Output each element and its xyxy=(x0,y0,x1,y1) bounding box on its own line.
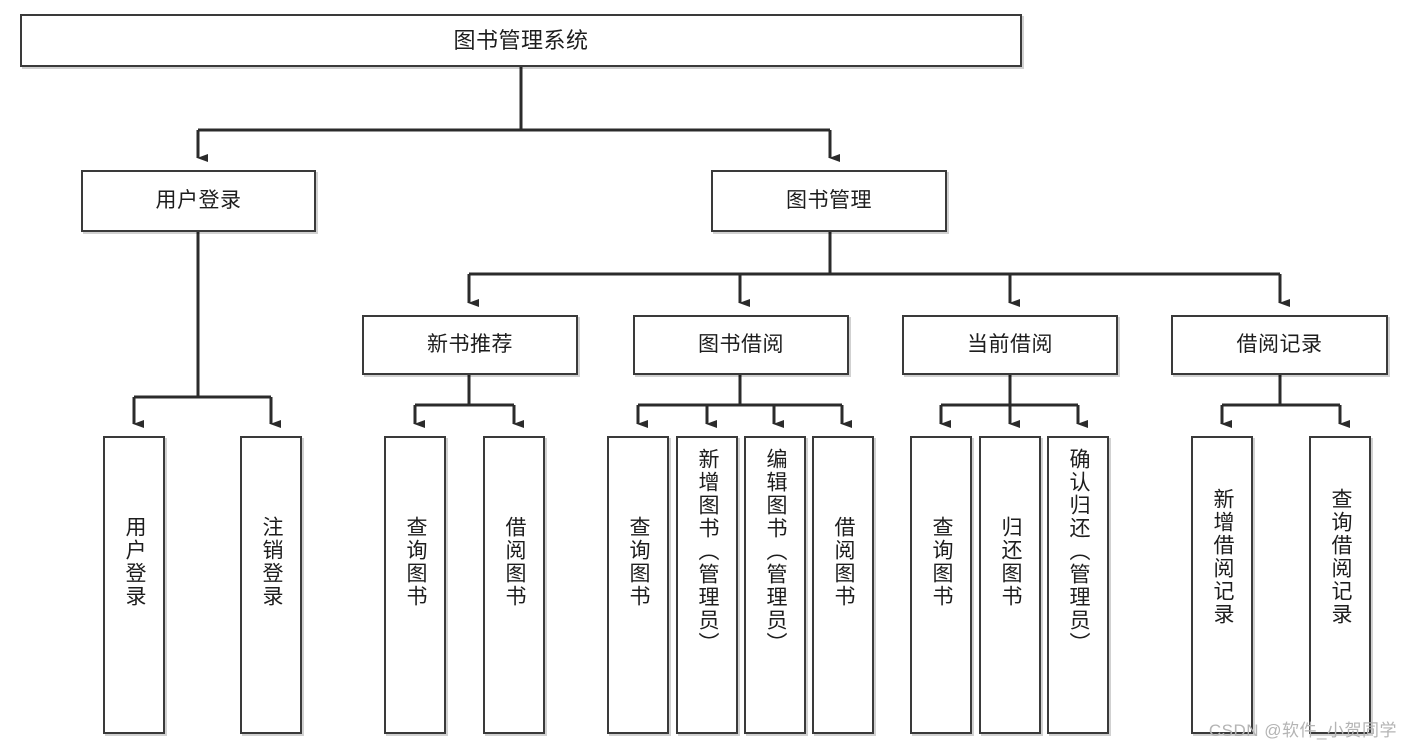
node-leaf-confirm-return-label: 确认归还（管理员） xyxy=(1067,448,1091,655)
node-book-manage-label: 图书管理 xyxy=(786,188,872,212)
node-leaf-add-record-label: 新增借阅记录 xyxy=(1211,488,1235,626)
node-leaf-query-book-2-label: 查询图书 xyxy=(627,516,651,608)
node-leaf-query-record[interactable]: 查询借阅记录 xyxy=(1309,436,1371,734)
node-current-borrow-label: 当前借阅 xyxy=(967,332,1053,356)
node-new-book-rec[interactable]: 新书推荐 xyxy=(362,315,578,375)
node-borrow-record[interactable]: 借阅记录 xyxy=(1171,315,1388,375)
node-leaf-query-book-1-label: 查询图书 xyxy=(404,516,428,608)
node-book-manage[interactable]: 图书管理 xyxy=(711,170,947,232)
node-leaf-query-book-3-label: 查询图书 xyxy=(930,516,954,608)
node-current-borrow[interactable]: 当前借阅 xyxy=(902,315,1118,375)
node-user-login-label: 用户登录 xyxy=(155,188,242,212)
node-leaf-borrow-book-2-label: 借阅图书 xyxy=(832,516,856,608)
node-root[interactable]: 图书管理系统 xyxy=(20,14,1022,67)
node-leaf-borrow-book-1-label: 借阅图书 xyxy=(503,516,527,608)
node-new-book-rec-label: 新书推荐 xyxy=(427,332,513,356)
node-leaf-query-book-2[interactable]: 查询图书 xyxy=(607,436,669,734)
node-borrow-record-label: 借阅记录 xyxy=(1236,332,1323,356)
node-leaf-confirm-return[interactable]: 确认归还（管理员） xyxy=(1047,436,1109,734)
csdn-watermark: CSDN @软件_小贺同学 xyxy=(1208,721,1397,740)
node-leaf-borrow-book-2[interactable]: 借阅图书 xyxy=(812,436,874,734)
node-book-borrow[interactable]: 图书借阅 xyxy=(633,315,849,375)
node-root-label: 图书管理系统 xyxy=(453,27,589,53)
node-leaf-user-login-label: 用户登录 xyxy=(123,516,147,608)
node-leaf-add-book-label: 新增图书（管理员） xyxy=(696,448,720,655)
node-leaf-return-book[interactable]: 归还图书 xyxy=(979,436,1041,734)
node-leaf-user-logout[interactable]: 注销登录 xyxy=(240,436,302,734)
node-leaf-return-book-label: 归还图书 xyxy=(999,516,1023,608)
node-leaf-add-book[interactable]: 新增图书（管理员） xyxy=(676,436,738,734)
node-leaf-query-book-1[interactable]: 查询图书 xyxy=(384,436,446,734)
node-leaf-edit-book[interactable]: 编辑图书（管理员） xyxy=(744,436,806,734)
node-user-login[interactable]: 用户登录 xyxy=(81,170,316,232)
node-leaf-user-login[interactable]: 用户登录 xyxy=(103,436,165,734)
node-leaf-edit-book-label: 编辑图书（管理员） xyxy=(764,448,788,655)
node-leaf-query-record-label: 查询借阅记录 xyxy=(1329,488,1353,626)
node-leaf-add-record[interactable]: 新增借阅记录 xyxy=(1191,436,1253,734)
node-leaf-borrow-book-1[interactable]: 借阅图书 xyxy=(483,436,545,734)
node-leaf-query-book-3[interactable]: 查询图书 xyxy=(910,436,972,734)
node-book-borrow-label: 图书借阅 xyxy=(698,332,784,356)
node-leaf-user-logout-label: 注销登录 xyxy=(260,516,284,608)
